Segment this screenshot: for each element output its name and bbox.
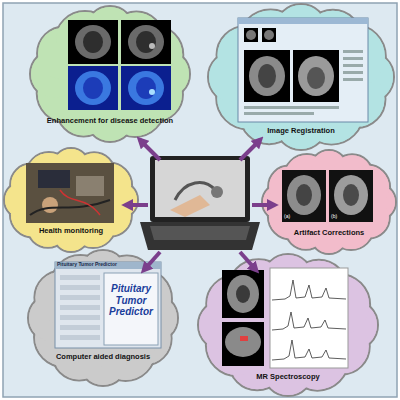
cloud-shape [4, 148, 138, 252]
arrows [126, 140, 274, 270]
cloud-node: Artifact Corrections [262, 150, 396, 254]
node-label: MR Spectroscopy [198, 372, 378, 381]
background-frame [3, 3, 397, 397]
node-label: Enhancement for disease detection [30, 116, 190, 125]
app-title: Pituitary Tumor Predictor [104, 283, 158, 318]
cloud-node: Enhancement for disease detection [30, 6, 190, 142]
cloud-node: Health monitoring [4, 148, 138, 252]
node-label: Image Registration [208, 126, 394, 135]
cloud-node: MR Spectroscopy [198, 254, 378, 396]
node-label: Health monitoring [4, 226, 138, 235]
app-title: Pituitary Tumor Predictor [57, 262, 157, 268]
node-label: Computer aided diagnosis [28, 352, 178, 361]
cloud-node: Computer aided diagnosis [28, 250, 178, 386]
node-label: Artifact Corrections [262, 228, 396, 237]
cloud-shape [262, 150, 396, 254]
panel-tag: (a) [284, 214, 298, 220]
cloud-shape [28, 250, 178, 386]
panel-tag: (b) [331, 214, 345, 220]
cloud-node: Image Registration [208, 4, 394, 150]
laptop-illustration [140, 156, 260, 250]
